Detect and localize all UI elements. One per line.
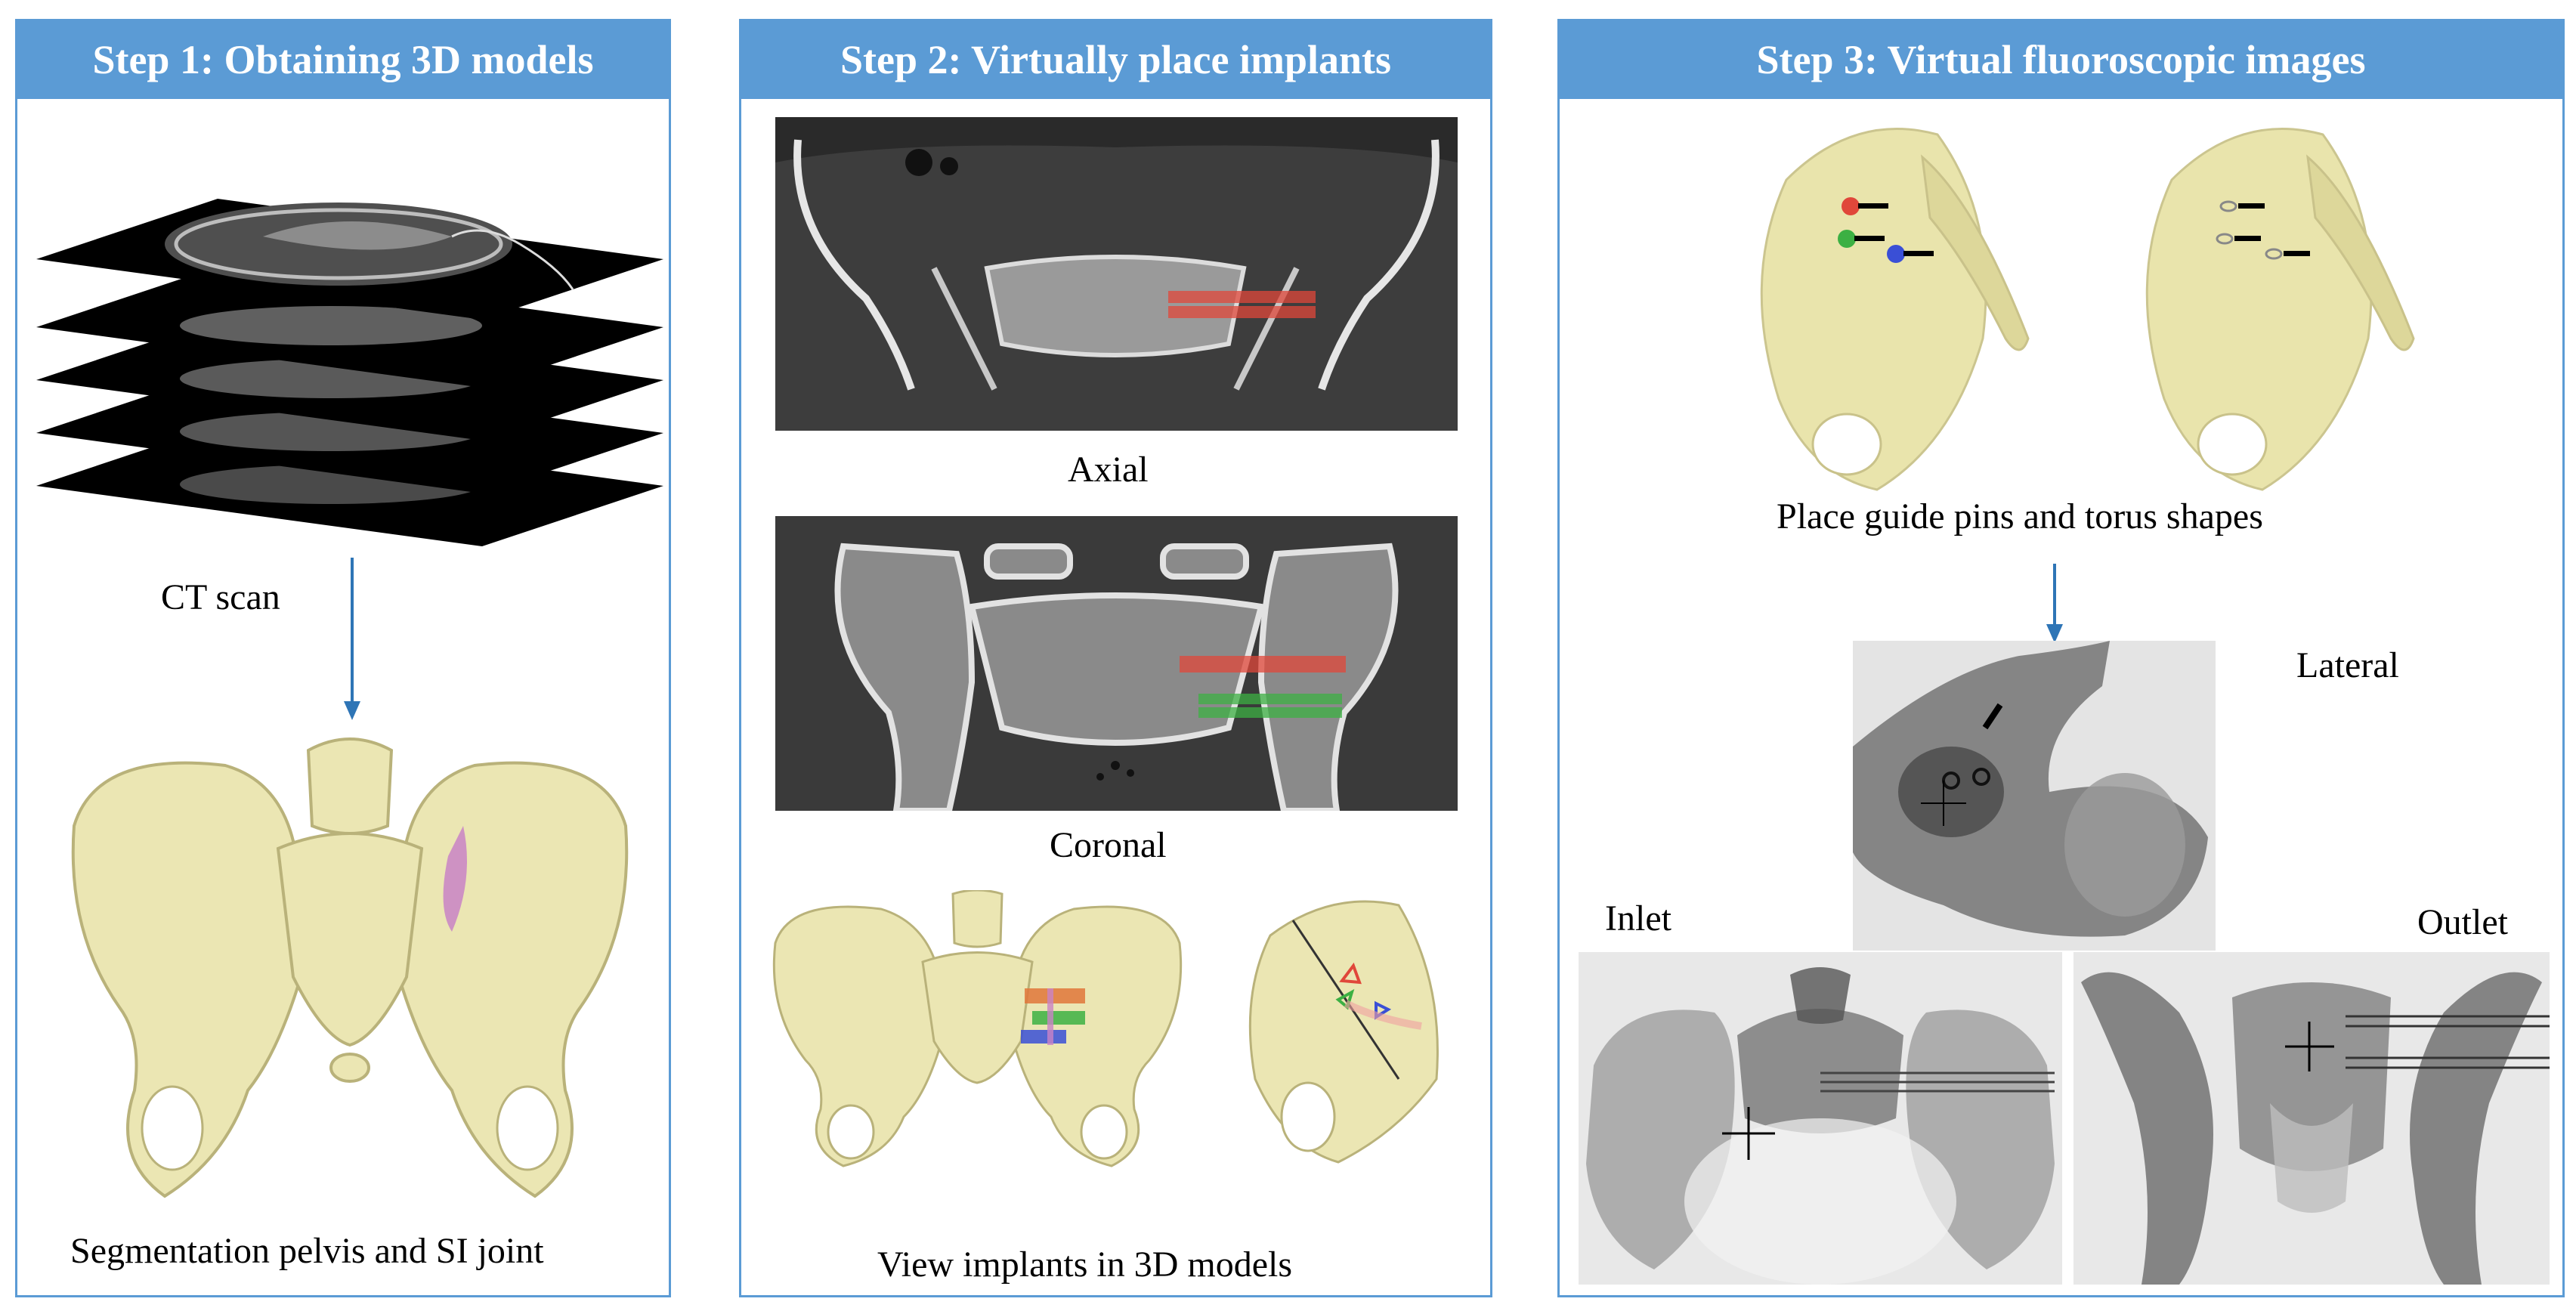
step1-title: Step 1: Obtaining 3D models xyxy=(17,21,669,99)
step2-title: Step 2: Virtually place implants xyxy=(741,21,1490,99)
outlet-caption: Outlet xyxy=(2417,902,2508,942)
down-arrow xyxy=(344,558,360,720)
segmentation-caption: Segmentation pelvis and SI joint xyxy=(70,1231,544,1271)
hemipelvis-torus-shapes xyxy=(2111,112,2444,505)
inlet-caption: Inlet xyxy=(1605,898,1671,938)
step3-title: Step 3: Virtual fluoroscopic images xyxy=(1560,21,2562,99)
coronal-caption: Coronal xyxy=(1050,825,1167,865)
inlet-fluoro-image xyxy=(1579,952,2062,1285)
down-arrow xyxy=(2046,564,2063,643)
coronal-ct-image xyxy=(775,516,1458,811)
axial-caption: Axial xyxy=(1068,450,1149,490)
view3d-caption: View implants in 3D models xyxy=(877,1245,1293,1285)
lateral-fluoro-image xyxy=(1853,641,2216,951)
outlet-fluoro-image xyxy=(2073,952,2550,1285)
ct-slice-stack xyxy=(29,131,663,554)
step1-panel: Step 1: Obtaining 3D models CT scan xyxy=(15,19,671,1297)
place-caption: Place guide pins and torus shapes xyxy=(1777,496,2263,536)
pelvis-3d-implants-lateral xyxy=(1225,890,1467,1170)
step2-panel: Step 2: Virtually place implants Axial xyxy=(739,19,1492,1297)
lateral-caption: Lateral xyxy=(2296,645,2399,685)
ct-scan-caption: CT scan xyxy=(161,577,280,617)
pelvis-3d-model xyxy=(51,735,648,1211)
pelvis-3d-implants-front xyxy=(760,890,1195,1170)
hemipelvis-guide-pins-colored xyxy=(1726,112,2058,505)
axial-ct-image xyxy=(775,117,1458,431)
step3-panel: Step 3: Virtual fluoroscopic images xyxy=(1557,19,2565,1297)
